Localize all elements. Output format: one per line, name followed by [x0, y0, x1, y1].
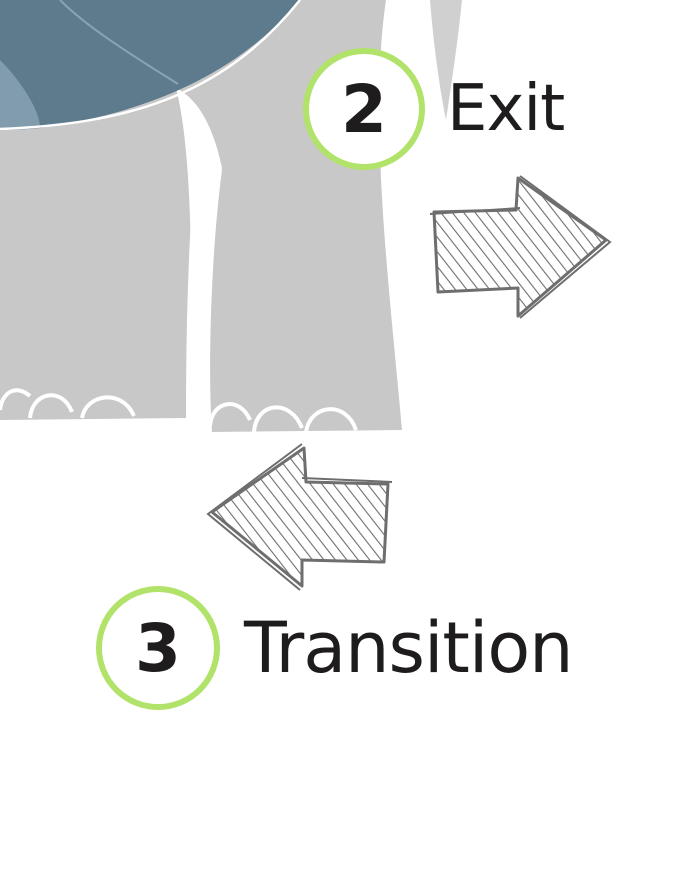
step-number-badge: 2	[303, 48, 425, 170]
elephant-illustration	[0, 0, 462, 433]
elephant-ear	[0, 0, 301, 130]
step-transition: 3 Transition	[96, 586, 574, 710]
elephant-trunk	[430, 0, 462, 120]
step-exit: 2 Exit	[303, 48, 565, 170]
sketch-arrow-left-icon	[206, 443, 393, 591]
step-label: Transition	[244, 607, 574, 689]
step-label: Exit	[447, 72, 565, 146]
step-number-badge: 3	[96, 586, 220, 710]
sketch-arrow-right-icon	[429, 175, 612, 319]
